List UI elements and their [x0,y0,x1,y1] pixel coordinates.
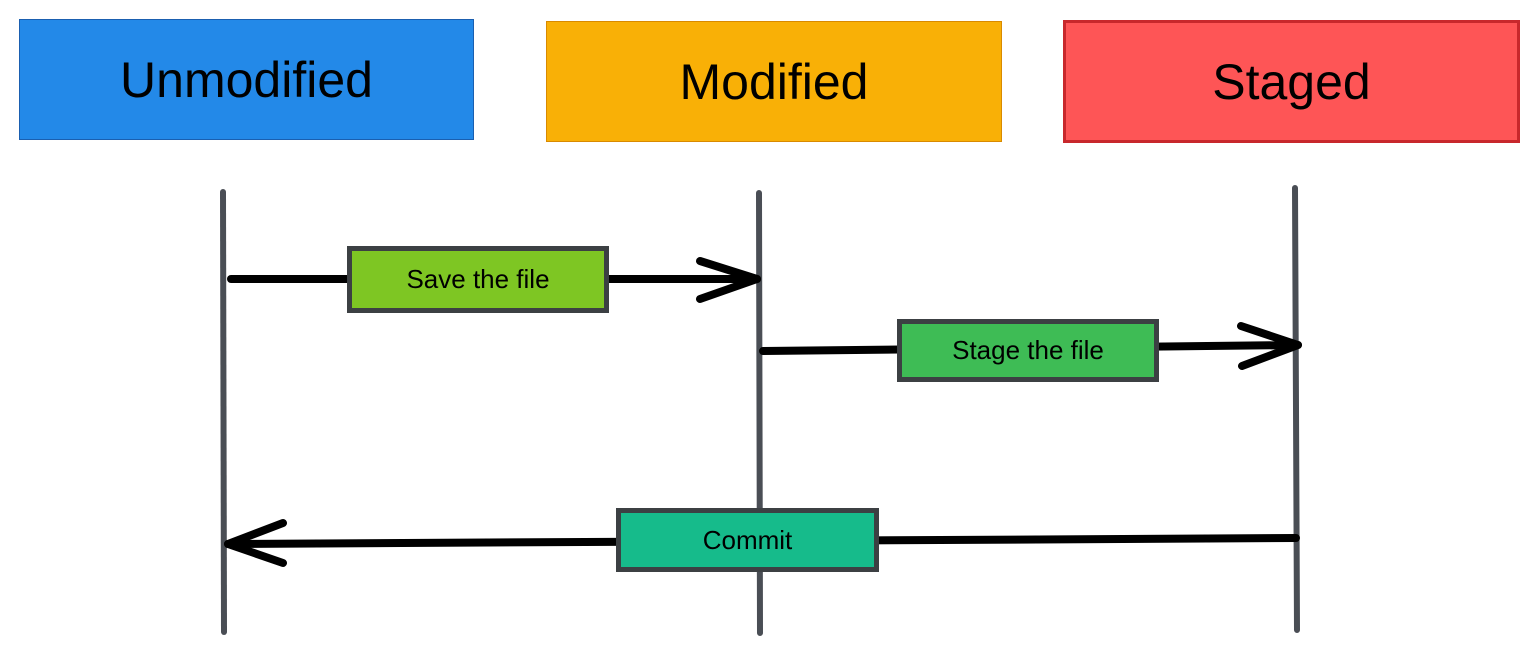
lifeline-staged [1292,185,1300,633]
action-stage-box: Stage the file [897,319,1159,382]
state-unmodified-box: Unmodified [19,19,474,140]
state-modified-box: Modified [546,21,1002,142]
state-staged-box: Staged [1063,20,1520,143]
state-staged-label: Staged [1212,53,1371,110]
action-stage-label: Stage the file [952,335,1104,365]
arrow-save-head [696,257,761,303]
arrow-stage-head [1237,322,1302,370]
state-modified-label: Modified [679,53,869,110]
arrow-commit-head [224,519,287,567]
lifeline-unmodified [220,189,227,635]
action-commit-box: Commit [616,508,879,572]
action-save-box: Save the file [347,246,609,313]
state-unmodified-label: Unmodified [120,51,373,108]
action-commit-label: Commit [702,524,793,555]
action-save-label: Save the file [406,264,550,294]
